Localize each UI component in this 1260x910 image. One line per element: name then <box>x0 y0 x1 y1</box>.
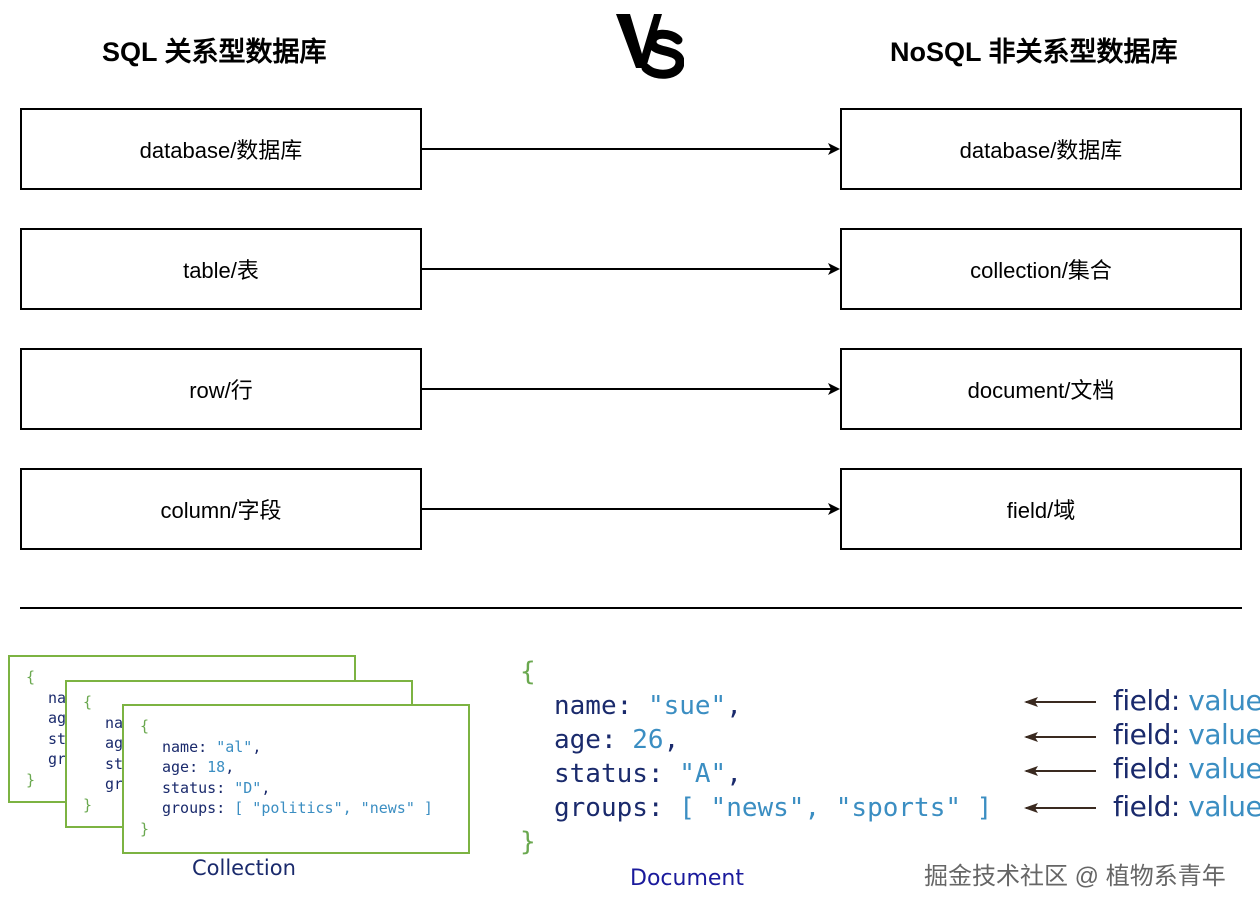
nosql-heading: NoSQL 非关系型数据库 <box>890 37 1178 67</box>
card-value: 18 <box>207 758 226 776</box>
sql-heading: SQL 关系型数据库 <box>102 37 327 67</box>
field-value-annotation: field: value <box>1113 790 1260 823</box>
doc-close-brace: } <box>520 827 536 857</box>
field-value-annotation: field: value <box>1113 718 1260 751</box>
card-close-brace: } <box>83 795 93 814</box>
nosql-box-field: field/域 <box>840 468 1242 550</box>
card-line-groups: groups: [ "politics", "news" ] <box>162 799 433 817</box>
box-label: table/表 <box>183 258 259 283</box>
card-key: groups <box>162 799 217 817</box>
card-value: [ "politics", "news" ] <box>234 799 433 817</box>
card-key: na <box>105 713 124 732</box>
card-key: status <box>162 778 217 797</box>
box-label: database/数据库 <box>139 138 303 163</box>
card-key: ag <box>105 734 124 752</box>
doc-key: name <box>554 691 617 721</box>
document-label: Document <box>630 866 744 891</box>
section-divider <box>20 607 1242 609</box>
box-label: document/文档 <box>967 378 1115 403</box>
doc-key: age <box>554 725 601 755</box>
card-close-brace: } <box>26 770 36 789</box>
card-key: age <box>162 758 190 776</box>
doc-line-groups: groups: [ "news", "sports" ] <box>554 793 993 823</box>
card-line-status: status: "D", <box>162 778 271 797</box>
collection-label: Collection <box>192 856 296 880</box>
doc-line-age: age: 26, <box>554 725 680 755</box>
card-key: ag <box>48 709 67 727</box>
nosql-box-database: database/数据库 <box>840 108 1242 190</box>
document-example: { name: "sue", age: 26, status: "A", gro… <box>520 655 992 859</box>
doc-line-name: name: "sue", <box>554 691 742 721</box>
card-line-name: name: "al", <box>162 737 262 756</box>
sql-box-table: table/表 <box>20 228 422 310</box>
box-label: field/域 <box>1006 498 1076 523</box>
card-key: gr <box>48 750 67 768</box>
card-open-brace: { <box>83 693 93 711</box>
card-key: name <box>162 737 199 756</box>
card-key: gr <box>105 775 124 793</box>
box-label: column/字段 <box>160 498 282 523</box>
box-label: row/行 <box>189 378 253 403</box>
card-key: st <box>105 754 124 773</box>
card-key: st <box>48 729 67 748</box>
card-line-age: age: 18, <box>162 758 235 776</box>
sql-box-column: column/字段 <box>20 468 422 550</box>
card-open-brace: { <box>26 668 36 686</box>
field-value-annotation: field: value <box>1113 752 1260 785</box>
nosql-box-collection: collection/集合 <box>840 228 1242 310</box>
watermark: 掘金技术社区 @ 植物系青年 <box>924 863 1226 890</box>
sql-box-database: database/数据库 <box>20 108 422 190</box>
doc-value: [ "news", "sports" ] <box>679 793 993 823</box>
card-close-brace: } <box>140 819 150 838</box>
sql-box-row: row/行 <box>20 348 422 430</box>
box-label: collection/集合 <box>970 258 1112 283</box>
card-value: "al" <box>216 737 253 756</box>
nosql-box-document: document/文档 <box>840 348 1242 430</box>
vs-logo <box>616 14 684 79</box>
field-value-annotation: field: value <box>1113 684 1260 717</box>
doc-open-brace: { <box>520 657 536 687</box>
doc-key: groups <box>554 793 648 823</box>
collection-card-front: { name: "al", age: 18, status: "D", grou… <box>122 704 470 854</box>
doc-value: "A" <box>679 759 727 789</box>
doc-value: 26 <box>632 725 664 755</box>
card-key: na <box>48 688 67 707</box>
card-value: "D" <box>234 778 262 797</box>
card-open-brace: { <box>140 717 150 735</box>
doc-key: status <box>554 759 648 789</box>
box-label: database/数据库 <box>959 138 1123 163</box>
doc-value: "sue" <box>647 691 727 721</box>
doc-line-status: status: "A", <box>554 759 742 789</box>
